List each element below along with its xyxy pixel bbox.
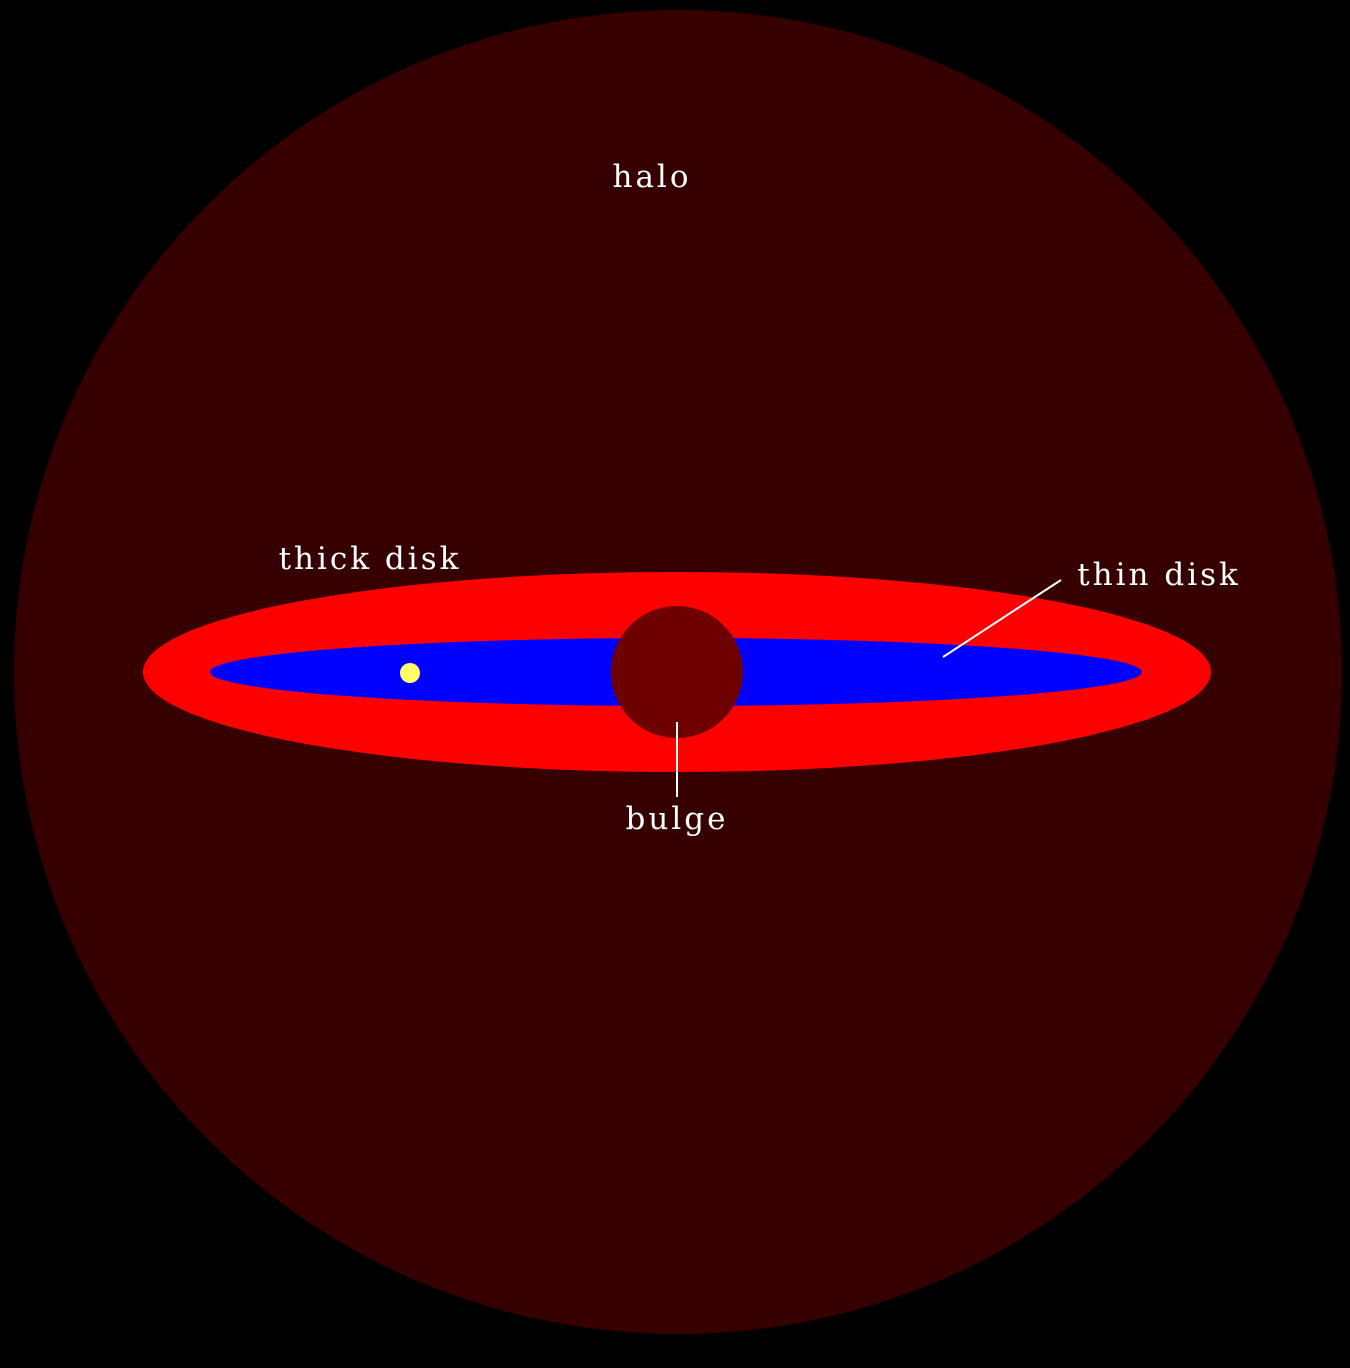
bulge-label: bulge xyxy=(626,801,729,837)
sun-marker xyxy=(400,663,420,683)
thin-disk-label: thin disk xyxy=(1077,557,1241,593)
thin-disk-leader-line xyxy=(942,579,1062,658)
halo-label: halo xyxy=(612,159,691,195)
thick-disk-label: thick disk xyxy=(279,541,462,577)
bulge xyxy=(611,606,743,738)
